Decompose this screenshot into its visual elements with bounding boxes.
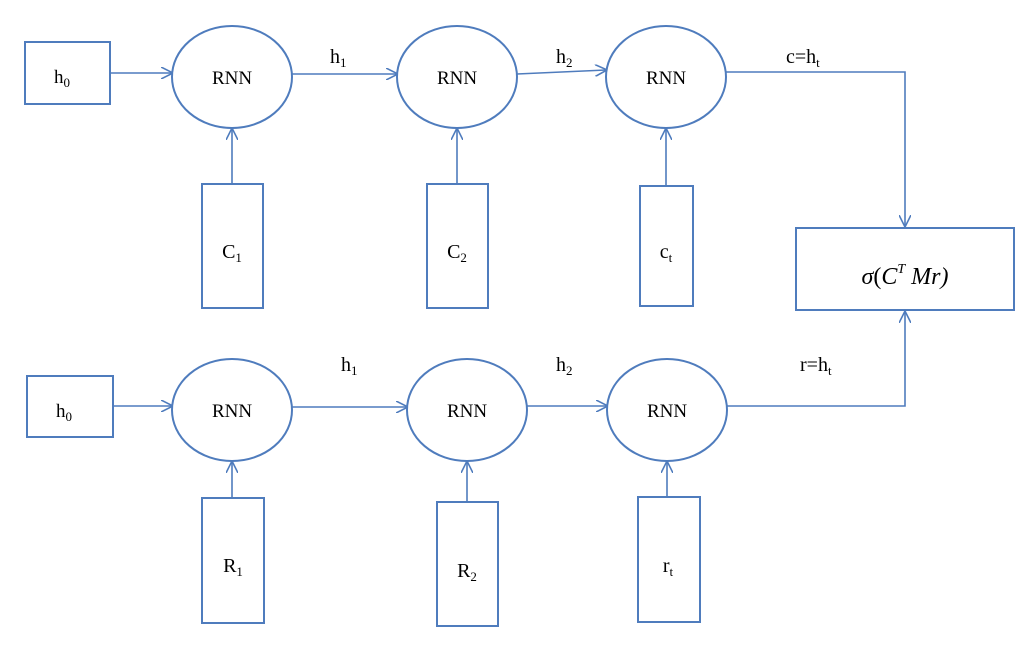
context-input-box-3 bbox=[639, 185, 694, 307]
response-rnn-node-1-label: RNN bbox=[212, 401, 252, 422]
context-output-label: c=ht bbox=[786, 46, 820, 70]
context-input-label-2: C2 bbox=[447, 241, 467, 265]
score-function: σ(CT Mr) bbox=[795, 227, 1015, 311]
response-hidden-label-2: h2 bbox=[556, 354, 573, 378]
context-rnn-node-1-label: RNN bbox=[212, 68, 252, 89]
response-input-label-2: R2 bbox=[457, 560, 477, 584]
response-initial-state-box bbox=[26, 375, 114, 438]
response-input-box-2 bbox=[436, 501, 499, 627]
response-input-box-1 bbox=[201, 497, 265, 624]
response-input-label-1: R1 bbox=[223, 555, 243, 579]
score-box bbox=[795, 227, 1015, 311]
response-hidden-label-1: h1 bbox=[341, 354, 358, 378]
context-input-box-1 bbox=[201, 183, 264, 309]
context-encoder: h0 RNN RNN RNN h1 h2 C1 C2 ct c=ht bbox=[24, 25, 905, 309]
response-output-label: r=ht bbox=[800, 354, 832, 378]
context-rnn-node-2-label: RNN bbox=[437, 68, 477, 89]
response-initial-state-label: h0 bbox=[56, 401, 72, 424]
context-arrow-rnn2-to-rnn3 bbox=[516, 70, 606, 74]
context-initial-state-box bbox=[24, 41, 111, 105]
context-rnn-node-3-label: RNN bbox=[646, 68, 686, 89]
context-initial-state-label: h0 bbox=[54, 67, 70, 90]
context-hidden-label-1: h1 bbox=[330, 46, 347, 70]
response-encoder: h0 RNN RNN RNN h1 h2 R1 R2 rt r=ht bbox=[26, 312, 905, 627]
response-arrow-output-to-score bbox=[727, 312, 905, 407]
score-formula: σ(CT Mr) bbox=[862, 262, 949, 290]
response-input-box-3 bbox=[637, 496, 701, 623]
context-input-label-1: C1 bbox=[222, 241, 242, 265]
context-input-label-3: ct bbox=[660, 241, 673, 265]
response-input-label-3: rt bbox=[663, 555, 674, 579]
context-hidden-label-2: h2 bbox=[556, 46, 573, 70]
context-arrow-output-to-score bbox=[726, 71, 905, 226]
response-rnn-node-3-label: RNN bbox=[647, 401, 687, 422]
response-rnn-node-2-label: RNN bbox=[447, 401, 487, 422]
